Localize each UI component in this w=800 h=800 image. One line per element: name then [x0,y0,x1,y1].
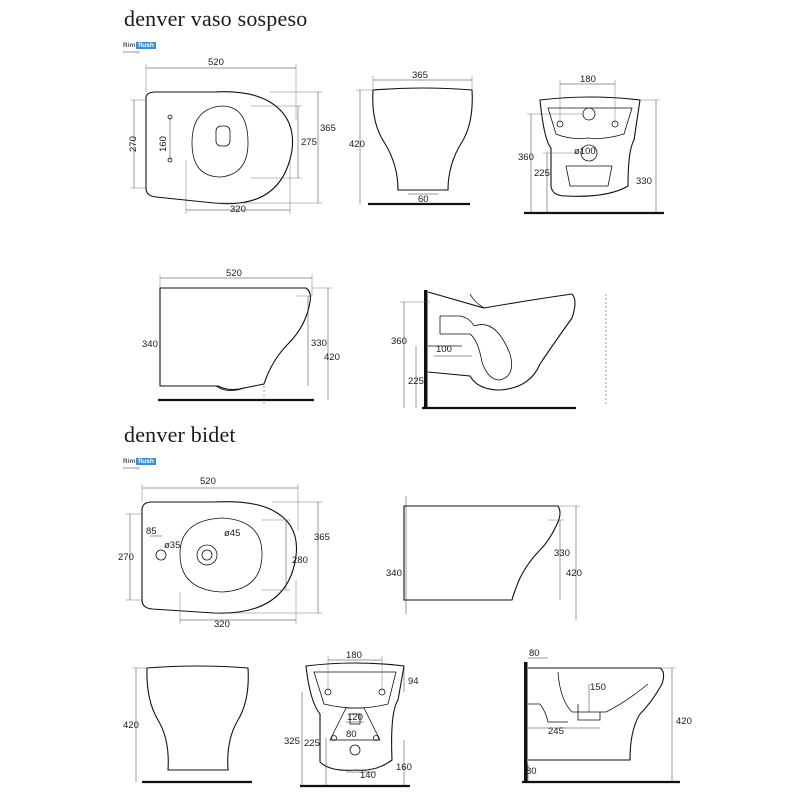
dim-vaso-section-offset: 100 [436,344,452,355]
title-vaso-sospeso: denver vaso sospeso [124,6,308,31]
dim-bidet-side-front: 330 [554,548,570,559]
dim-bidet-back-bottom: 140 [360,770,376,781]
dim-bidet-back-top: 94 [408,676,419,687]
bidet-front-view: 420 [123,665,252,784]
dim-bidet-back-bheight: 160 [396,762,412,773]
dim-bidet-section-total: 420 [676,716,692,727]
logo-rim-text: Rim [123,458,136,465]
dim-vaso-section-outlet: 360 [391,336,407,347]
bidet-side-view: 340 330 420 [386,496,582,620]
dim-bidet-hole-large: ø45 [224,528,240,539]
vaso-back-view: 180 360 225 ø100 330 [518,74,664,215]
dim-vaso-side-length: 520 [226,268,242,279]
dim-bidet-top-front: 320 [214,619,230,630]
logo-tagline: technology [123,50,140,54]
dim-bidet-top-depth: 365 [314,532,330,543]
dim-vaso-side-back: 340 [142,339,158,350]
title-denver-bidet: denver bidet [124,422,236,447]
bidet-section-view: 80 150 245 420 80 [522,648,692,784]
vaso-section-view: 360 100 225 [391,290,607,410]
logo-flush-text: flush [136,458,156,465]
logo-tagline: technology [123,466,140,470]
dim-vaso-top-front: 320 [230,204,246,215]
dim-bidet-back-inner: 120 [347,712,363,723]
dim-bidet-back-spacing: 180 [346,650,362,661]
dim-bidet-top-width: 520 [200,476,216,487]
vaso-front-view: 365 420 60 [349,70,473,206]
dim-vaso-top-holes: 160 [158,136,169,152]
bidet-back-view: 180 94 120 80 325 225 140 160 [284,650,419,788]
dim-vaso-front-width: 365 [412,70,428,81]
dim-vaso-top-left: 270 [128,136,139,152]
dim-vaso-side-front: 330 [311,338,327,349]
dim-vaso-front-height: 420 [349,139,365,150]
dim-bidet-back-mid: 225 [304,738,320,749]
dim-vaso-back-total: 330 [636,176,652,187]
vaso-side-view: 520 340 330 420 [142,268,340,404]
dim-bidet-tap-offset: 85 [146,526,157,537]
dim-vaso-back-inlet: 225 [534,168,550,179]
dim-vaso-top-depth: 365 [320,123,336,134]
dim-vaso-top-width: 520 [208,57,224,68]
dim-bidet-section-bottom: 80 [526,766,537,777]
dim-bidet-top-left: 270 [118,552,134,563]
dim-bidet-side-total: 420 [566,568,582,579]
dim-bidet-back-left: 325 [284,736,300,747]
logo-flush-text: flush [136,42,156,49]
dim-bidet-top-inner: 280 [292,555,308,566]
bidet-top-view: 520 270 85 ø35 ø45 280 365 320 [118,476,330,630]
vaso-top-view: 520 270 160 275 365 320 [128,57,336,215]
dim-bidet-section-depth: 245 [548,726,564,737]
dim-vaso-back-diameter: ø100 [574,146,596,157]
dim-vaso-back-spacing: 180 [580,74,596,85]
logo-rim-text: Rim [123,42,136,49]
dim-bidet-side-back: 340 [386,568,402,579]
dim-bidet-front-height: 420 [123,720,139,731]
dim-vaso-front-base: 60 [418,194,429,205]
dim-bidet-section-top: 80 [529,648,540,659]
dim-vaso-side-total: 420 [324,352,340,363]
dim-vaso-back-outlet: 360 [518,152,534,163]
dim-bidet-back-lower: 80 [346,729,357,740]
dim-vaso-section-inlet: 225 [408,376,424,387]
dim-bidet-hole-small: ø35 [164,540,180,551]
dim-bidet-section-drain: 150 [590,682,606,693]
dim-vaso-top-inner: 275 [301,137,317,148]
